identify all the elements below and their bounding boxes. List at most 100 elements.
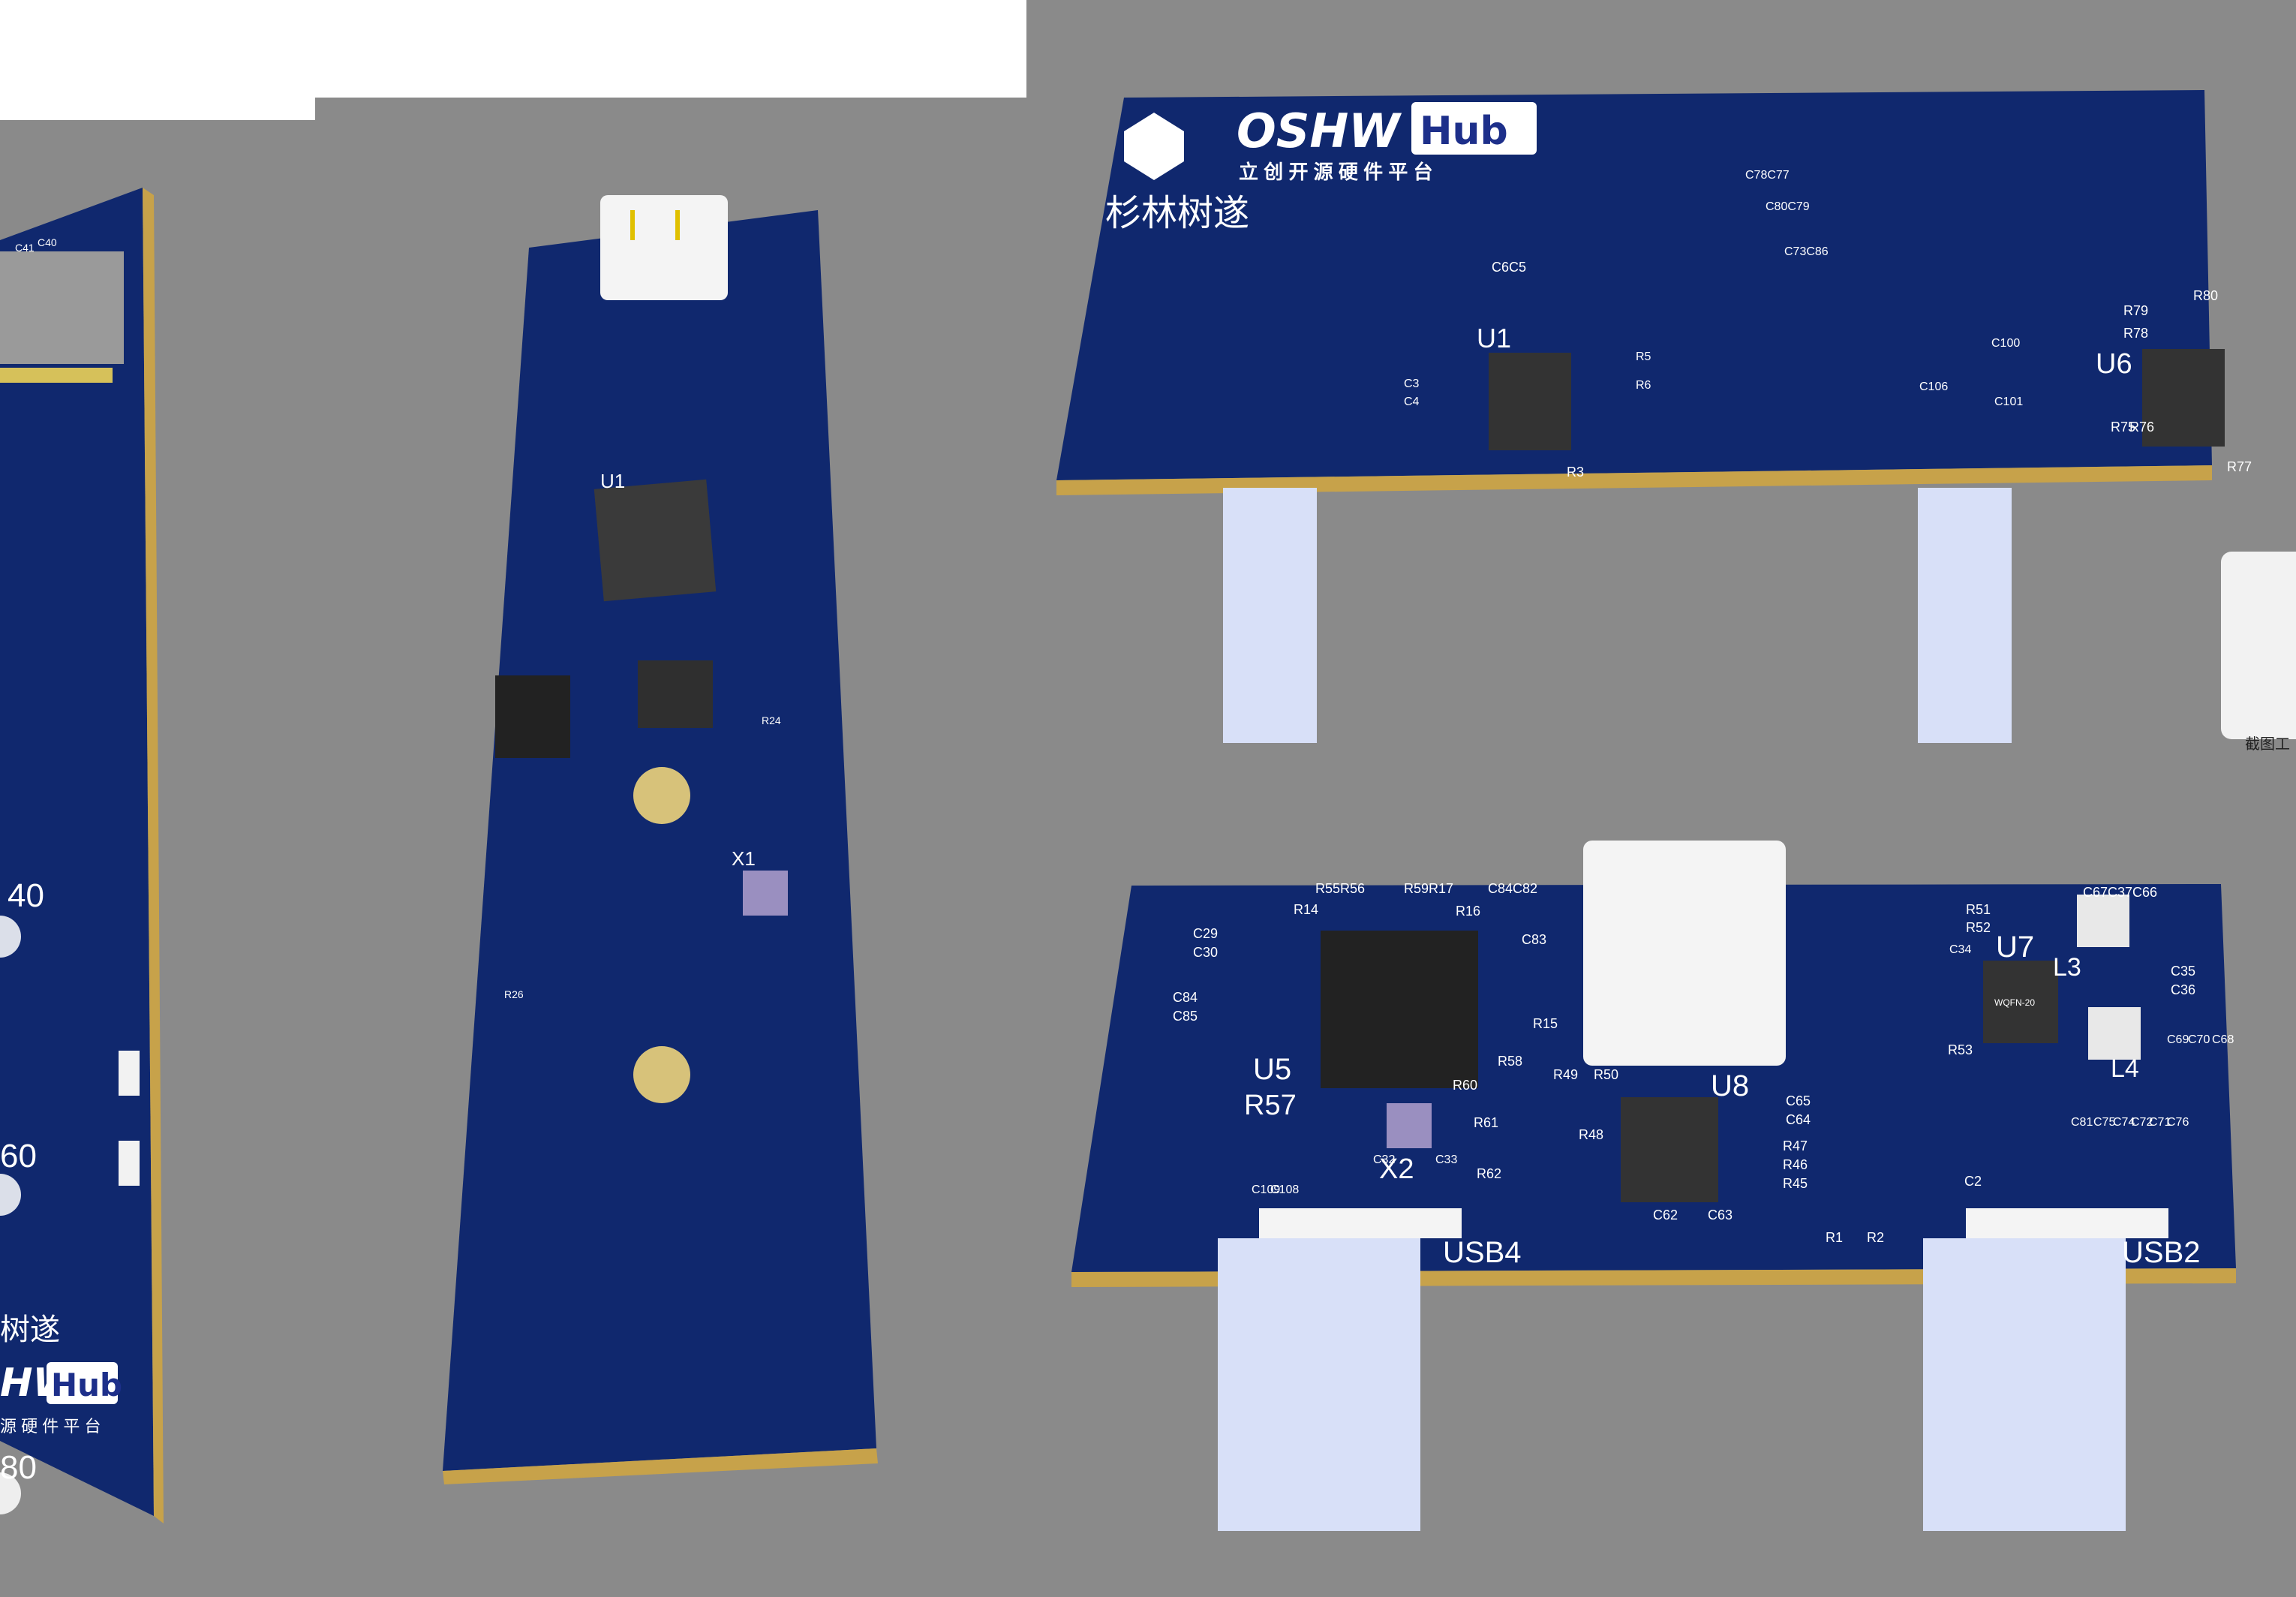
left-pcb [0,188,154,1516]
tr-label-u6: U6 [2096,348,2132,380]
middle-pcb-edge [443,1448,878,1484]
br-chip-u8 [1621,1097,1718,1202]
br-label-c108: C108 [1270,1183,1299,1196]
br-label-c84c82: C84C82 [1488,881,1537,896]
connector-pins [0,368,113,383]
white-strip-left [0,98,315,120]
br-label-c85: C85 [1173,1009,1198,1024]
top-right-board-panel: OSHW Hub 立 创 开 源 硬 件 平 台 杉林树遂 U1 U6 C6C5… [1026,0,2296,743]
mount-hole-40 [0,916,21,958]
middle-chip-u1 [594,479,717,602]
middle-chip-u2 [638,660,713,728]
middle-inductor [495,675,570,758]
tr-label-c100: C100 [1991,337,2020,350]
tr-pcb-edge [1056,465,2212,495]
tr-label-r80: R80 [2193,288,2218,303]
tr-logo-sub: 立 创 开 源 硬 件 平 台 [1239,161,1433,183]
label-80: 80 [0,1449,37,1486]
tr-logo-cn: 杉林树遂 [1105,192,1249,234]
br-label-usb4: USB4 [1443,1236,1522,1269]
label-60: 60 [0,1138,37,1174]
left-logo-sub: 源 硬 件 平 台 [0,1417,101,1436]
br-usb4-plug [1218,1238,1420,1531]
tr-label-c80c79: C80C79 [1766,200,1810,213]
tr-label-r79: R79 [2123,303,2148,318]
tr-label-c106: C106 [1919,380,1948,393]
middle-usb-c [600,195,728,300]
br-label-c2: C2 [1964,1174,1982,1189]
br-label-c36: C36 [2171,982,2195,997]
middle-hole-2 [633,1046,690,1103]
tr-logo-hub-box [1411,102,1537,155]
mount-hole-60 [0,1174,21,1216]
br-label-r60: R60 [1453,1078,1477,1093]
br-label-r52: R52 [1966,920,1991,935]
br-usb2-shell [1966,1208,2168,1238]
label-c41: C41 [15,242,35,254]
tr-label-r76: R76 [2129,420,2154,435]
mount-hole-80 [0,1472,21,1514]
middle-hole-1 [633,767,690,824]
crystal-x1 [743,871,788,916]
br-label-u7: U7 [1996,931,2034,964]
left-logo-hub: Hub [51,1367,122,1403]
bottom-right-board-panel: USB4 USB2 U5 U8 U7 L3 L4 X2 R57 WQFN-20 … [1026,743,2296,1597]
br-label-r15: R15 [1533,1016,1558,1031]
br-label-usb2: USB2 [2122,1236,2201,1269]
br-label-r50: R50 [1594,1067,1618,1082]
br-usb4-shell [1259,1208,1462,1238]
br-label-r57: R57 [1244,1090,1297,1121]
label-c40: C40 [38,236,57,248]
br-label-u8: U8 [1711,1069,1749,1102]
br-label-r45: R45 [1783,1176,1808,1191]
br-label-c72: C72 [2131,1116,2153,1129]
br-inductor-l3 [2077,895,2129,947]
br-label-l4: L4 [2111,1054,2139,1083]
br-label-r1: R1 [1826,1230,1843,1245]
tr-logo-hub: Hub [1420,109,1508,154]
tr-label-c73c86: C73C86 [1784,245,1829,258]
tr-label-r77: R77 [2227,459,2252,474]
middle-board-render: U1 X1 R26 R24 [443,195,878,1484]
tr-label-c6c5: C6C5 [1492,260,1526,275]
tr-label-r6: R6 [1636,379,1651,392]
middle-pcb [443,210,876,1471]
br-label-c33: C33 [1435,1153,1457,1166]
br-label-r58: R58 [1498,1054,1522,1069]
left-logo-cn: 树遂 [0,1313,60,1347]
br-label-c83: C83 [1522,932,1546,947]
tr-label-r3: R3 [1567,465,1584,480]
tr-label-u1: U1 [1477,323,1511,353]
snip-tool-label: 截图工 [2245,735,2290,753]
left-cap-2 [119,1141,140,1186]
tr-pcb [1056,90,2212,480]
bottom-right-board-render: USB4 USB2 U5 U8 U7 L3 L4 X2 R57 WQFN-20 … [1071,841,2236,1531]
tr-label-c3: C3 [1404,377,1420,390]
br-chip-u5 [1321,931,1478,1088]
br-label-r48: R48 [1579,1127,1603,1142]
br-label-c63: C63 [1708,1208,1733,1223]
top-right-board-render: OSHW Hub 立 创 开 源 硬 件 平 台 杉林树遂 U1 U6 C6C5… [1056,90,2252,743]
m2-connector [0,251,124,364]
br-label-c81: C81 [2071,1116,2093,1129]
br-label-c67c37c66: C67C37C66 [2083,885,2157,900]
left-board-render: 40 60 80 树遂 HW Hub 源 硬 件 平 台 C41 C40 [0,188,164,1523]
tr-logo-oshw: OSHW [1237,104,1402,158]
br-label-c74: C74 [2113,1116,2135,1129]
br-label-c64: C64 [1786,1112,1811,1127]
snip-tool-window[interactable] [2221,552,2296,739]
br-label-r53: R53 [1948,1042,1973,1057]
white-strip-top [0,0,1026,98]
br-label-r62: R62 [1477,1166,1501,1181]
usb-pin-left [630,210,635,240]
br-label-c34: C34 [1949,943,1971,956]
middle-board-panel: U1 X1 R26 R24 [315,98,1026,1597]
middle-label-u1: U1 [600,470,625,492]
left-logo-hub-box [47,1362,118,1404]
tr-label-c101: C101 [1994,395,2023,408]
br-label-x2: X2 [1379,1153,1414,1185]
br-usb-c-top [1583,841,1786,1066]
br-label-r59r17: R59R17 [1404,881,1453,896]
br-label-r46: R46 [1783,1157,1808,1172]
br-chip-u7 [1983,961,2058,1043]
